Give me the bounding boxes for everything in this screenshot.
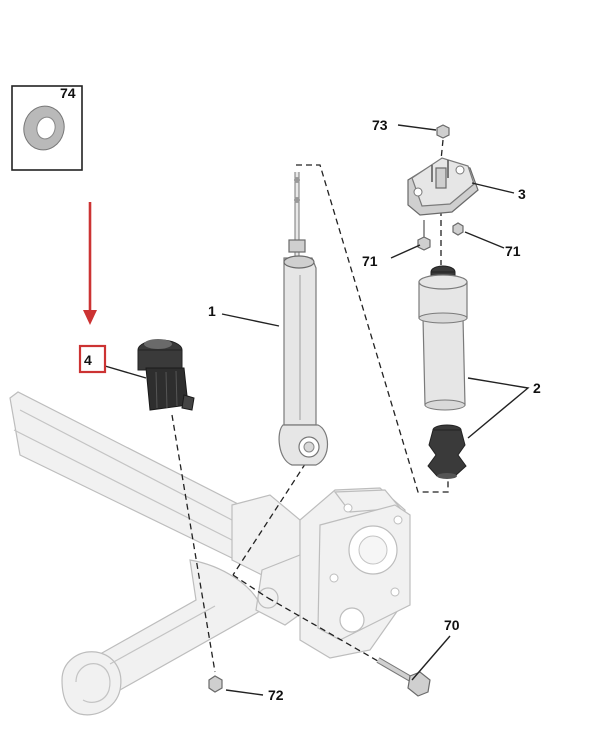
bump-stop-bush bbox=[137, 339, 195, 411]
top-mount-plate bbox=[407, 157, 479, 216]
shock-absorber bbox=[278, 172, 329, 466]
callout-74: 74 bbox=[60, 85, 76, 101]
callout-71-left: 71 bbox=[362, 253, 378, 269]
callout-71-right: 71 bbox=[505, 243, 521, 259]
highlight-box-4 bbox=[78, 344, 107, 374]
callout-1: 1 bbox=[208, 303, 216, 319]
callout-3: 3 bbox=[518, 186, 526, 202]
rubber-bump-stop bbox=[427, 424, 467, 479]
mounting-bolt bbox=[376, 657, 431, 697]
leader-lines bbox=[104, 124, 530, 696]
callout-2: 2 bbox=[533, 380, 541, 396]
assembly-guide-lines bbox=[171, 139, 449, 673]
mount-nut-left bbox=[417, 220, 431, 251]
washer-inset-box bbox=[11, 85, 83, 171]
top-nut bbox=[436, 124, 450, 139]
red-indicator-arrow bbox=[83, 202, 97, 325]
callout-4: 4 bbox=[84, 352, 92, 368]
rear-axle-beam bbox=[9, 391, 411, 716]
callout-72: 72 bbox=[268, 687, 284, 703]
mount-nut-right bbox=[452, 222, 464, 236]
callout-73: 73 bbox=[372, 117, 388, 133]
callout-70: 70 bbox=[444, 617, 460, 633]
dust-cover-boot bbox=[418, 265, 468, 411]
axle-nut bbox=[208, 675, 223, 693]
